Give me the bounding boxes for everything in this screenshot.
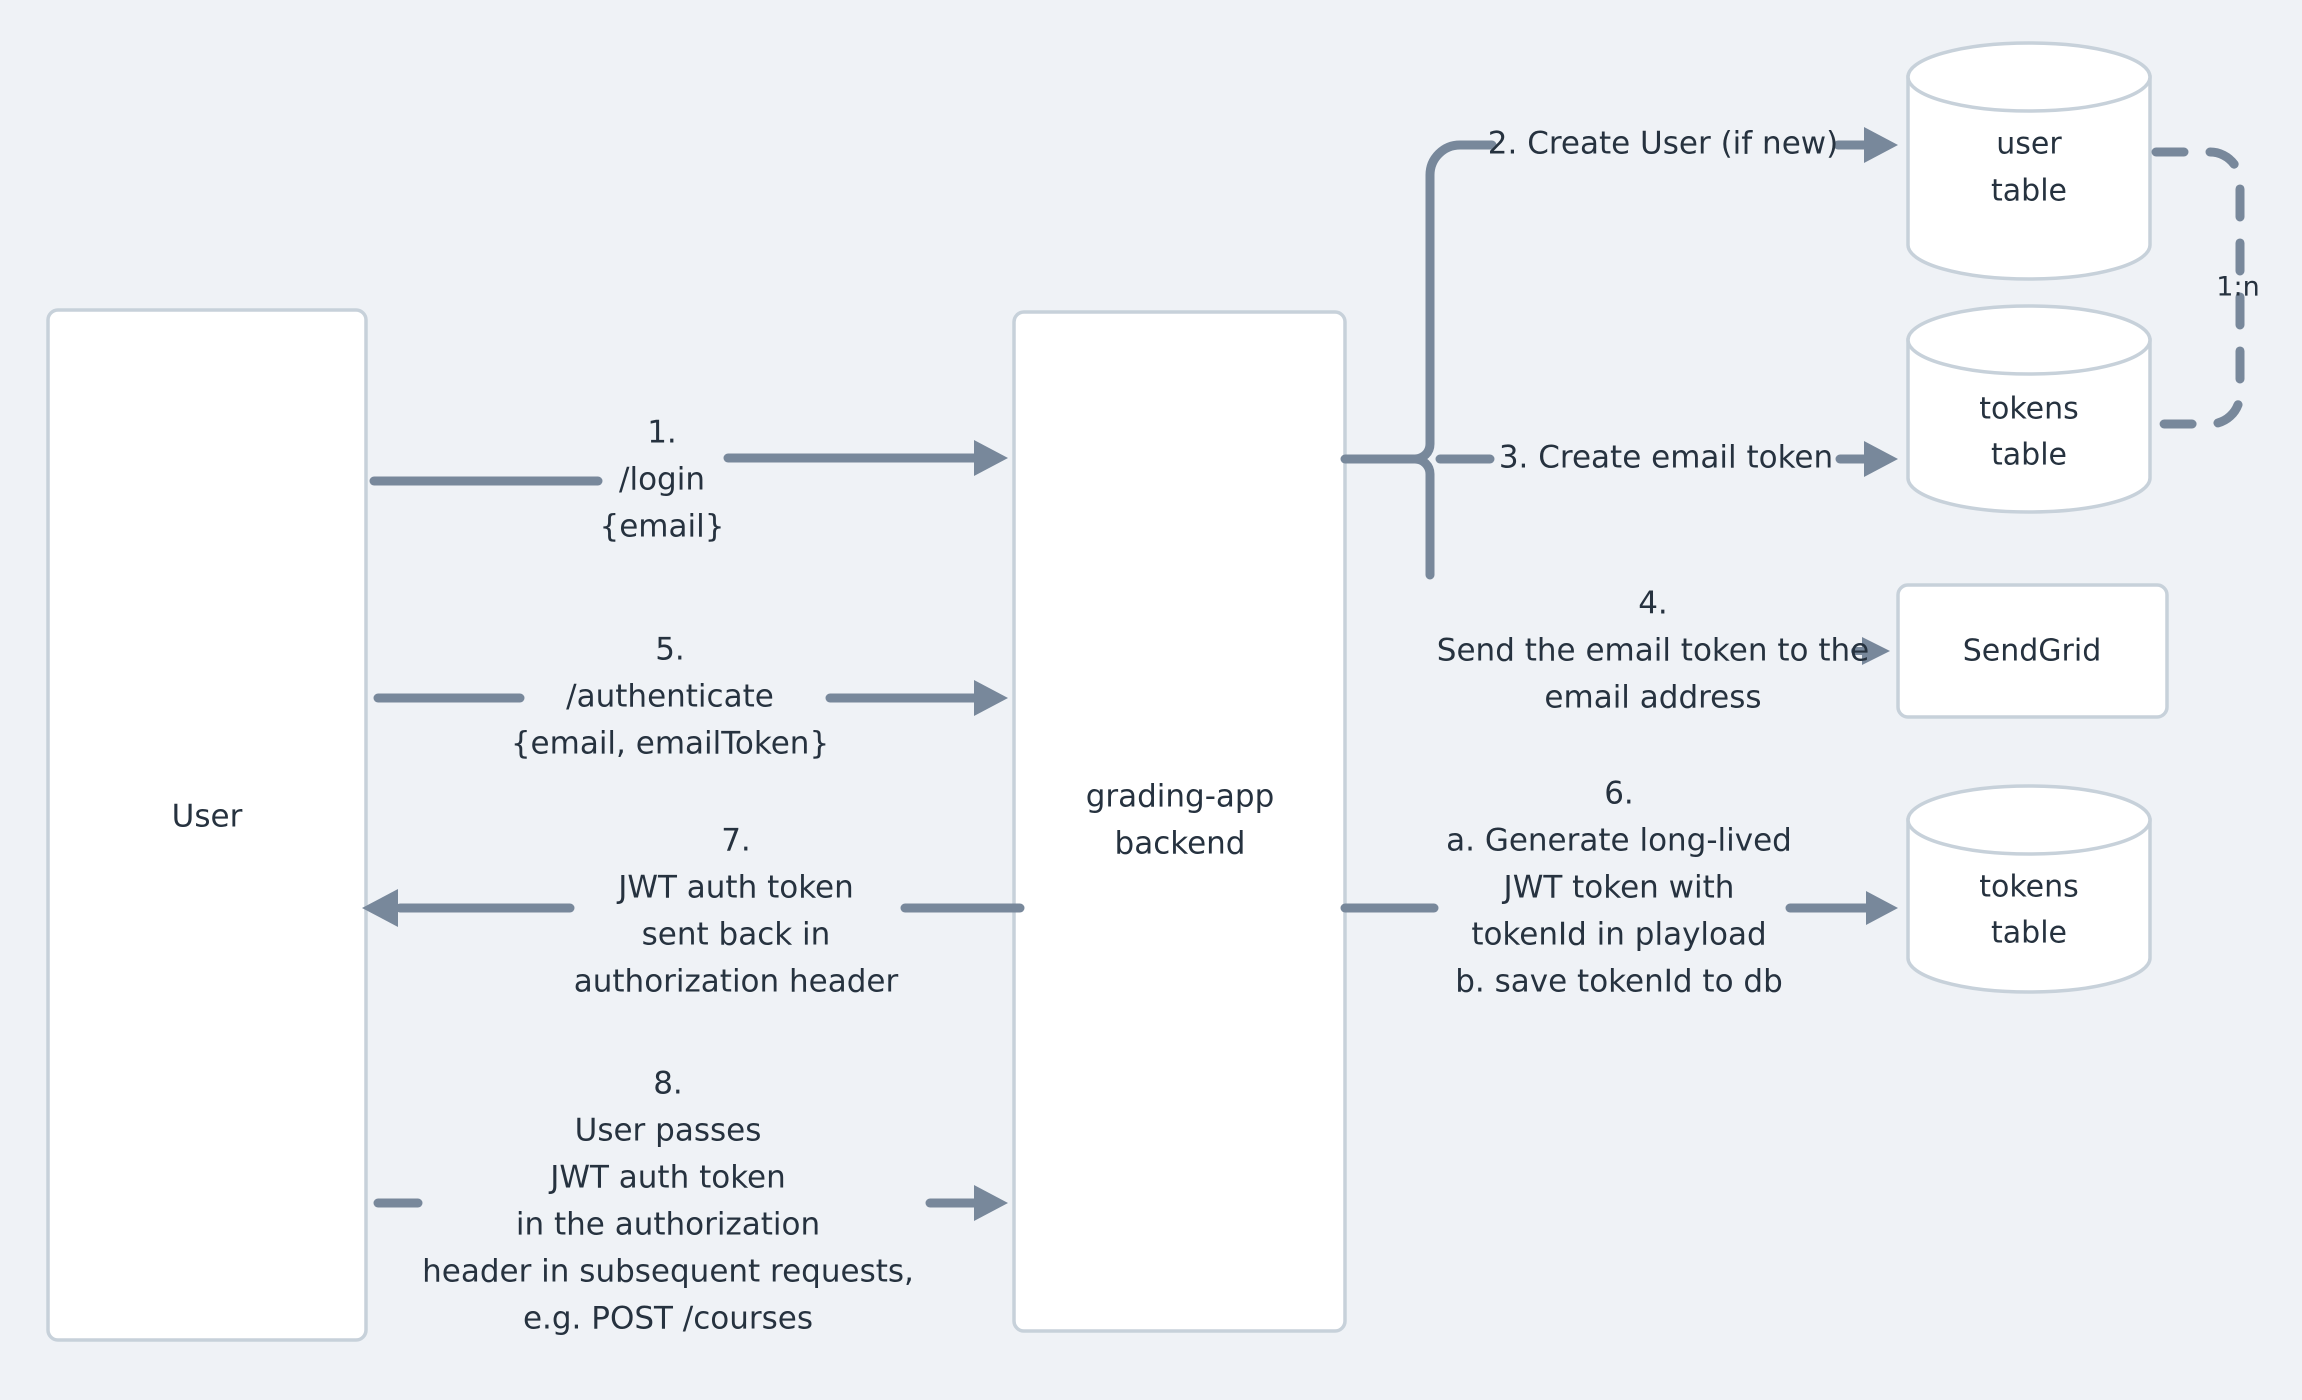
edge-step6-label-line2: a. Generate long-lived xyxy=(1446,823,1792,859)
edge-step7-arrowhead xyxy=(362,889,398,927)
relation-dashed-path xyxy=(2151,147,2245,429)
edge-step8-arrowhead xyxy=(974,1185,1008,1221)
node-user[interactable]: User xyxy=(46,308,368,1342)
node-backend[interactable]: grading-app backend xyxy=(1012,310,1347,1333)
edge-step8: 8. User passes JWT auth token in the aut… xyxy=(373,1066,1008,1337)
edge-relation-1n: 1:n xyxy=(2151,147,2260,429)
node-tokens-table-bottom[interactable]: tokens table xyxy=(1906,784,2152,994)
edge-step6: 6. a. Generate long-lived JWT token with… xyxy=(1340,776,1898,1000)
edge-step3-arrowhead xyxy=(1864,441,1898,477)
branch-down-to-step4 xyxy=(1395,454,1435,580)
edge-step1-label-number: 1. xyxy=(647,415,677,451)
edge-step4-label-line3: email address xyxy=(1544,680,1761,716)
edge-step1-arrowhead xyxy=(974,440,1008,476)
edge-step8-label-line5: header in subsequent requests, xyxy=(422,1254,914,1290)
edge-step3: 3. Create email token xyxy=(1435,440,1898,477)
backend-box[interactable] xyxy=(1012,310,1347,1333)
branch-up-to-step2 xyxy=(1395,140,1483,464)
node-user-table[interactable]: user table xyxy=(1906,41,2152,281)
user-box[interactable] xyxy=(46,308,368,1342)
relation-cardinality-label: 1:n xyxy=(2216,272,2259,303)
edge-step7-label-line4: authorization header xyxy=(574,964,899,1000)
user-table-label-line2: table xyxy=(1991,174,2067,209)
edge-step6-label-line3: JWT token with xyxy=(1502,870,1735,906)
edge-step4-arrowhead xyxy=(1862,637,1890,665)
tokens-table-bottom-cylinder-top xyxy=(1906,784,2152,856)
edge-step7-label-number: 7. xyxy=(721,823,751,859)
edge-step8-label-line6: e.g. POST /courses xyxy=(523,1301,813,1337)
edge-step2: 2. Create User (if new) xyxy=(1473,126,1898,163)
sendgrid-box[interactable] xyxy=(1896,583,2169,719)
edge-step1: 1. /login {email} xyxy=(369,415,1008,545)
edge-step4-label-line2: Send the email token to the xyxy=(1437,633,1869,669)
tokens-table-bottom-label-line2: table xyxy=(1991,916,2067,951)
edge-step6-label-number: 6. xyxy=(1604,776,1634,812)
backend-label-line1: grading-app xyxy=(1086,779,1275,815)
sendgrid-label: SendGrid xyxy=(1963,634,2102,669)
edge-step7: 7. JWT auth token sent back in authoriza… xyxy=(362,823,1025,1000)
edge-step5: 5. /authenticate {email, emailToken} xyxy=(373,632,1008,762)
edge-step5-label-line3: {email, emailToken} xyxy=(511,726,829,762)
edge-step6-label-line4: tokenId in playload xyxy=(1471,917,1766,953)
tokens-table-top-cylinder-body[interactable] xyxy=(1906,338,2152,514)
backend-branch-trunk xyxy=(1340,140,1483,580)
user-table-label-line1: user xyxy=(1996,127,2062,162)
tokens-table-top-label-line1: tokens xyxy=(1979,392,2079,427)
edge-step2-arrowhead xyxy=(1864,127,1898,163)
edge-step5-label-number: 5. xyxy=(655,632,685,668)
edge-step8-label-line2: User passes xyxy=(575,1113,762,1149)
edge-step8-label-number: 8. xyxy=(653,1066,683,1102)
node-tokens-table-top[interactable]: tokens table xyxy=(1906,304,2152,514)
edge-step8-label-line3: JWT auth token xyxy=(548,1160,786,1196)
edge-step6-label-line5: b. save tokenId to db xyxy=(1455,964,1783,1000)
edge-step8-label-line4: in the authorization xyxy=(516,1207,820,1243)
user-table-cylinder-top xyxy=(1906,41,2152,113)
backend-label-line2: backend xyxy=(1115,826,1246,862)
node-sendgrid[interactable]: SendGrid xyxy=(1896,583,2169,719)
edge-step7-label-line2: JWT auth token xyxy=(616,870,854,906)
user-table-cylinder-body[interactable] xyxy=(1906,75,2152,281)
edge-step4: 4. Send the email token to the email add… xyxy=(1437,586,1890,716)
edge-step6-arrowhead xyxy=(1866,891,1898,925)
edge-step5-label-line2: /authenticate xyxy=(566,679,774,715)
edge-step1-label-line3: {email} xyxy=(600,509,725,545)
user-label: User xyxy=(172,799,243,835)
edge-step4-label-number: 4. xyxy=(1638,586,1668,622)
tokens-table-top-cylinder-top xyxy=(1906,304,2152,376)
edge-step1-label-line2: /login xyxy=(619,462,705,498)
tokens-table-bottom-label-line1: tokens xyxy=(1979,870,2079,905)
edge-step3-label: 3. Create email token xyxy=(1499,440,1833,476)
tokens-table-top-label-line2: table xyxy=(1991,438,2067,473)
edge-step5-arrowhead xyxy=(974,680,1008,716)
edge-step7-label-line3: sent back in xyxy=(642,917,831,953)
tokens-table-bottom-cylinder-body[interactable] xyxy=(1906,818,2152,994)
edge-step2-label: 2. Create User (if new) xyxy=(1488,126,1838,162)
